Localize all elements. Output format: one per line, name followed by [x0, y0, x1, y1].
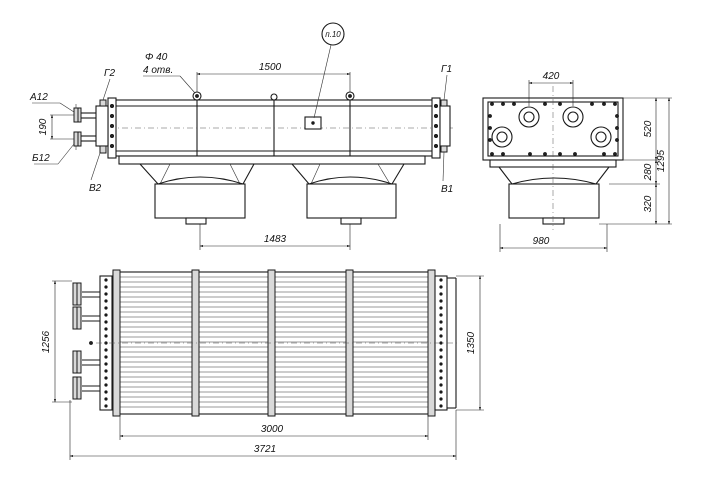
plan-nozzles — [72, 282, 100, 400]
dim-980: 980 — [533, 236, 550, 247]
header-dots — [104, 278, 443, 408]
dim-190: 190 — [38, 118, 49, 135]
dim-1256: 1256 — [41, 330, 52, 353]
dim-520: 520 — [643, 120, 654, 137]
side-flanges — [491, 106, 612, 148]
dim-3000: 3000 — [261, 424, 284, 435]
right-flange-bolts — [433, 104, 438, 148]
dim-1295: 1295 — [656, 149, 667, 172]
dim-3721: 3721 — [254, 444, 276, 455]
port-v2: В2 — [89, 183, 102, 194]
port-v1: В1 — [441, 184, 453, 195]
port-g2: Г2 — [104, 68, 115, 79]
ref-label: п.10 — [325, 30, 341, 39]
port-g1: Г1 — [441, 64, 452, 75]
dim-420: 420 — [543, 71, 560, 82]
dim-1483: 1483 — [264, 234, 287, 245]
side-bolts — [488, 102, 619, 156]
fan-right — [291, 163, 405, 225]
hole-note-count: 4 отв. — [143, 65, 173, 76]
dim-1500: 1500 — [259, 62, 282, 73]
dim-320: 320 — [643, 195, 654, 212]
ref-balloon — [321, 22, 345, 46]
right-nozzle — [439, 99, 451, 153]
plan-view: 1256 1350 3000 3721 — [41, 269, 484, 460]
base-plate — [118, 155, 426, 165]
front-view: п.10 — [29, 22, 455, 250]
side-view: 420 520 280 320 1295 980 — [482, 71, 672, 252]
dim-280: 280 — [643, 163, 654, 181]
left-flange-bolts — [110, 104, 115, 148]
fan-left — [139, 163, 255, 225]
port-b12: Б12 — [32, 153, 50, 164]
lifting-lugs — [192, 91, 355, 101]
dim-1350: 1350 — [466, 331, 477, 354]
left-nozzles — [73, 99, 109, 154]
hole-note-dia: Φ 40 — [145, 52, 168, 63]
side-fan — [508, 183, 600, 219]
port-a12: А12 — [29, 92, 48, 103]
